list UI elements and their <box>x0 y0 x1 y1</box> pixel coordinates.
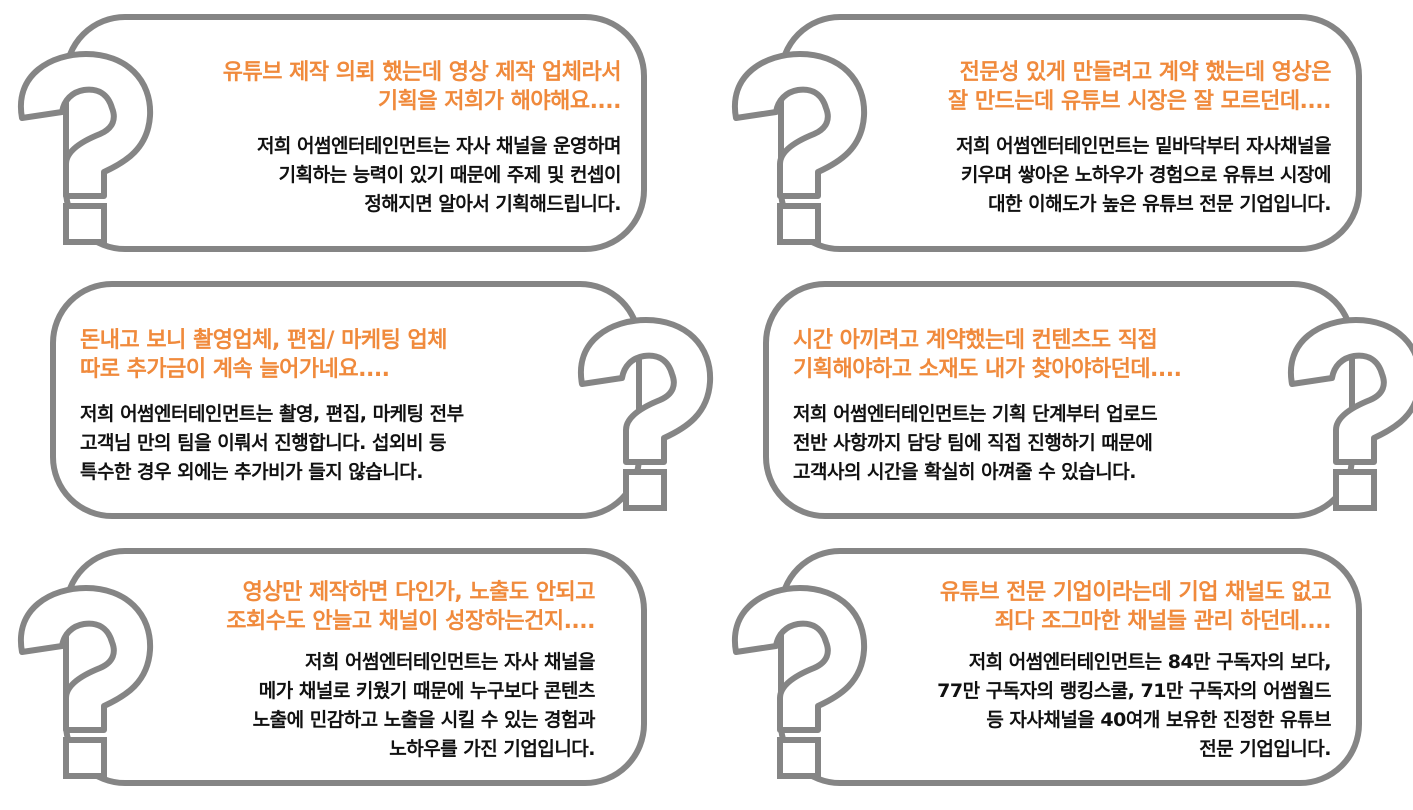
answer-line: 전문 기업입니다. <box>1199 738 1331 760</box>
question-line: 조회수도 안늘고 채널이 성장하는건지.... <box>226 609 595 634</box>
question-mark-icon <box>8 46 158 246</box>
question-line: 시간 아끼려고 계약했는데 컨텐츠도 직접 <box>793 328 1158 353</box>
question-line: 기획을 저희가 해야해요.... <box>377 89 622 114</box>
faq-text-5: 영상만 제작하면 다인가, 노출도 안되고 조회수도 안늘고 채널이 성장하는건… <box>226 578 595 764</box>
question-mark-icon <box>722 46 872 246</box>
question-line: 죄다 조그마한 채널들 관리 하던데.... <box>994 609 1332 634</box>
question-mark-icon <box>722 580 872 780</box>
answer-line: 저희 어썸엔터테인먼트는 자사 채널을 <box>304 651 596 673</box>
answer-line: 전반 사항까지 담당 팀에 직접 진행하기 때문에 <box>793 432 1153 454</box>
faq-text-6: 유튜브 전문 기업이라는데 기업 채널도 없고 죄다 조그마한 채널들 관리 하… <box>937 578 1331 764</box>
faq-text-2: 전문성 있게 만들려고 계약 했는데 영상은 잘 만드는데 유튜브 시장은 잘 … <box>947 58 1332 219</box>
faq-card-4 <box>763 281 1355 519</box>
answer-line: 노하우를 가진 기업입니다. <box>389 738 595 760</box>
faq-text-4: 시간 아끼려고 계약했는데 컨텐츠도 직접 기획해야하고 소재도 내가 찾아야하… <box>793 326 1182 487</box>
answer-line: 저희 어썸엔터테인먼트는 84만 구독자의 보다, <box>968 651 1332 673</box>
answer-line: 고객사의 시간을 확실히 아껴줄 수 있습니다. <box>793 461 1136 483</box>
answer-line: 기획하는 능력이 있기 때문에 주제 및 컨셉이 <box>278 164 622 186</box>
question-mark-icon <box>1278 312 1413 512</box>
answer-line: 고객님 만의 팀을 이뤄서 진행합니다. 섭외비 등 <box>80 432 447 454</box>
answer-line: 정해지면 알아서 기획해드립니다. <box>364 193 621 215</box>
faq-text-1: 유튜브 제작 의뢰 했는데 영상 제작 업체라서 기획을 저희가 해야해요...… <box>222 58 622 219</box>
answer-line: 대한 이해도가 높은 유튜브 전문 기업입니다. <box>988 193 1331 215</box>
answer-line: 키우며 쌓아온 노하우가 경험으로 유튜브 시장에 <box>960 164 1332 186</box>
answer-line: 77만 구독자의 랭킹스쿨, 71만 구독자의 어썸월드 <box>937 680 1331 702</box>
faq-card-6 <box>778 548 1362 786</box>
question-line: 전문성 있게 만들려고 계약 했는데 영상은 <box>959 60 1332 85</box>
faq-card-1 <box>63 14 647 252</box>
answer-line: 메가 채널로 키웠기 때문에 누구보다 콘텐츠 <box>258 680 596 702</box>
question-line: 유튜브 전문 기업이라는데 기업 채널도 없고 <box>939 580 1332 605</box>
question-mark-icon <box>568 312 718 512</box>
faq-text-3: 돈내고 보니 촬영업체, 편집/ 마케팅 업체 따로 추가금이 계속 늘어가네요… <box>80 326 464 487</box>
faq-card-3 <box>50 281 642 519</box>
answer-line: 등 자사채널을 40여개 보유한 진정한 유튜브 <box>986 709 1331 731</box>
question-line: 따로 추가금이 계속 늘어가네요.... <box>80 357 390 382</box>
question-line: 유튜브 제작 의뢰 했는데 영상 제작 업체라서 <box>222 60 622 85</box>
answer-line: 노출에 민감하고 노출을 시킬 수 있는 경험과 <box>252 709 596 731</box>
faq-card-5 <box>63 548 647 786</box>
faq-card-2 <box>778 14 1362 252</box>
question-line: 돈내고 보니 촬영업체, 편집/ 마케팅 업체 <box>80 328 448 353</box>
question-line: 기획해야하고 소재도 내가 찾아야하던데.... <box>793 357 1182 382</box>
answer-line: 저희 어썸엔터테인먼트는 밑바닥부터 자사채널을 <box>956 135 1331 157</box>
question-line: 영상만 제작하면 다인가, 노출도 안되고 <box>242 580 596 605</box>
answer-line: 저희 어썸엔터테인먼트는 기획 단계부터 업로드 <box>793 403 1158 425</box>
answer-line: 저희 어썸엔터테인먼트는 촬영, 편집, 마케팅 전부 <box>80 403 464 425</box>
answer-line: 특수한 경우 외에는 추가비가 들지 않습니다. <box>80 461 423 483</box>
question-mark-icon <box>8 580 158 780</box>
question-line: 잘 만드는데 유튜브 시장은 잘 모르던데.... <box>947 89 1332 114</box>
answer-line: 저희 어썸엔터테인먼트는 자사 채널을 운영하며 <box>256 135 622 157</box>
